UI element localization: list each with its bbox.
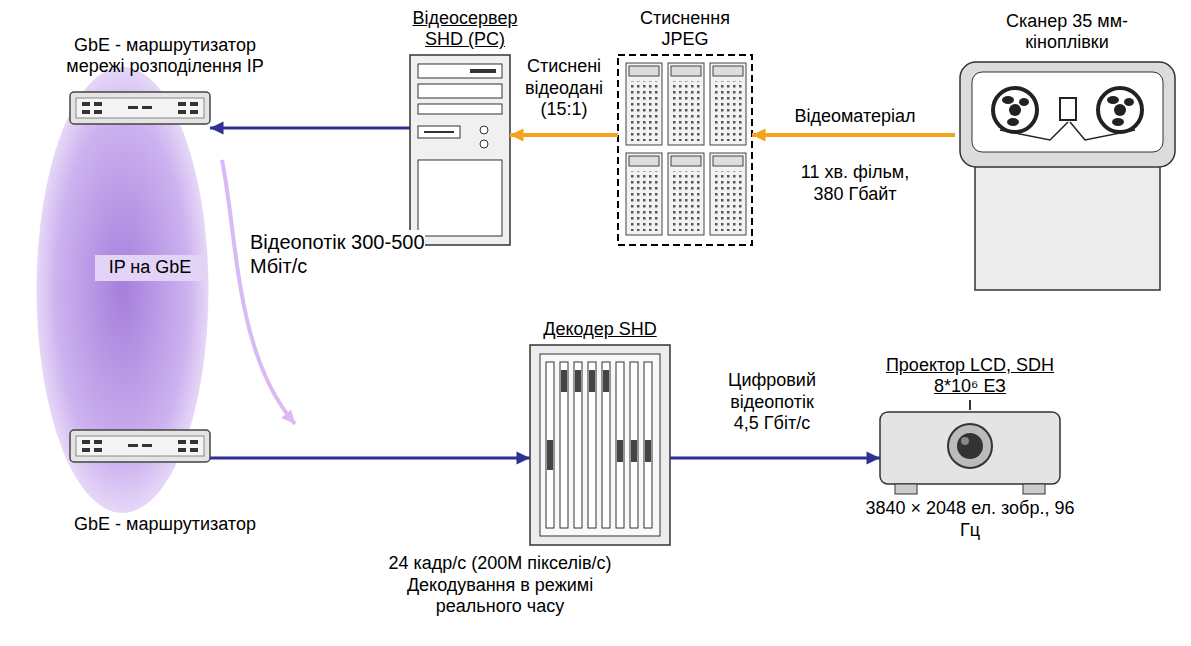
node-heading: GbE - маршрутизатор (50, 514, 280, 536)
edge-label: Стиснені відеодані (15:1) (514, 56, 614, 121)
arrowhead (752, 128, 766, 141)
pc-tower (410, 55, 510, 245)
node-heading: Декодер SHD (530, 319, 670, 341)
arrow-connector (210, 121, 410, 134)
node-caption: 3840 × 2048 ел. зобр., 96 Гц (865, 498, 1075, 541)
node-label: IP на GbE (95, 255, 205, 281)
connector-line (752, 133, 955, 137)
arrow-connector (222, 160, 295, 424)
node-heading: Відеосервер SHD (PC) (400, 8, 530, 51)
connector-line (210, 127, 410, 130)
edge-label: Цифровий відеопотік 4,5 Гбіт/с (716, 370, 828, 435)
arrowhead (281, 409, 295, 424)
node-caption: 24 кадр/с (200M пікселів/с) Декодування … (375, 553, 625, 618)
edge-label: Відеопотік 300-500 Мбіт/с (250, 230, 425, 278)
connector-line (510, 133, 618, 137)
node-heading: GbE - маршрутизатор мережі розподілення … (50, 35, 280, 78)
connector-line (222, 160, 295, 424)
decoder-rack (530, 345, 670, 545)
film-scanner (960, 62, 1175, 290)
arrowhead (866, 451, 880, 464)
arrow-connector (510, 128, 618, 141)
arrow-connector (670, 451, 880, 464)
arrow-connector (752, 128, 955, 141)
jpeg-compressor (618, 55, 752, 245)
router-icon (70, 430, 210, 462)
node-heading: Сканер 35 мм-кіноплівки (982, 11, 1152, 54)
node-heading: Проектор LCD, SDH 8*10⁶ ЕЗ (885, 355, 1055, 398)
arrow-connector (210, 451, 530, 464)
edge-label: Відеоматеріал (780, 106, 930, 128)
arrowhead (510, 128, 524, 141)
arrowhead (210, 121, 224, 134)
node-heading: Стиснення JPEG (625, 8, 745, 51)
lcd-projector (880, 400, 1060, 494)
router-icon (70, 92, 210, 124)
connector-line (670, 457, 880, 460)
arrowhead (516, 451, 530, 464)
connector-line (210, 457, 530, 460)
annotation: 11 хв. фільм, 380 Гбайт (793, 162, 917, 205)
